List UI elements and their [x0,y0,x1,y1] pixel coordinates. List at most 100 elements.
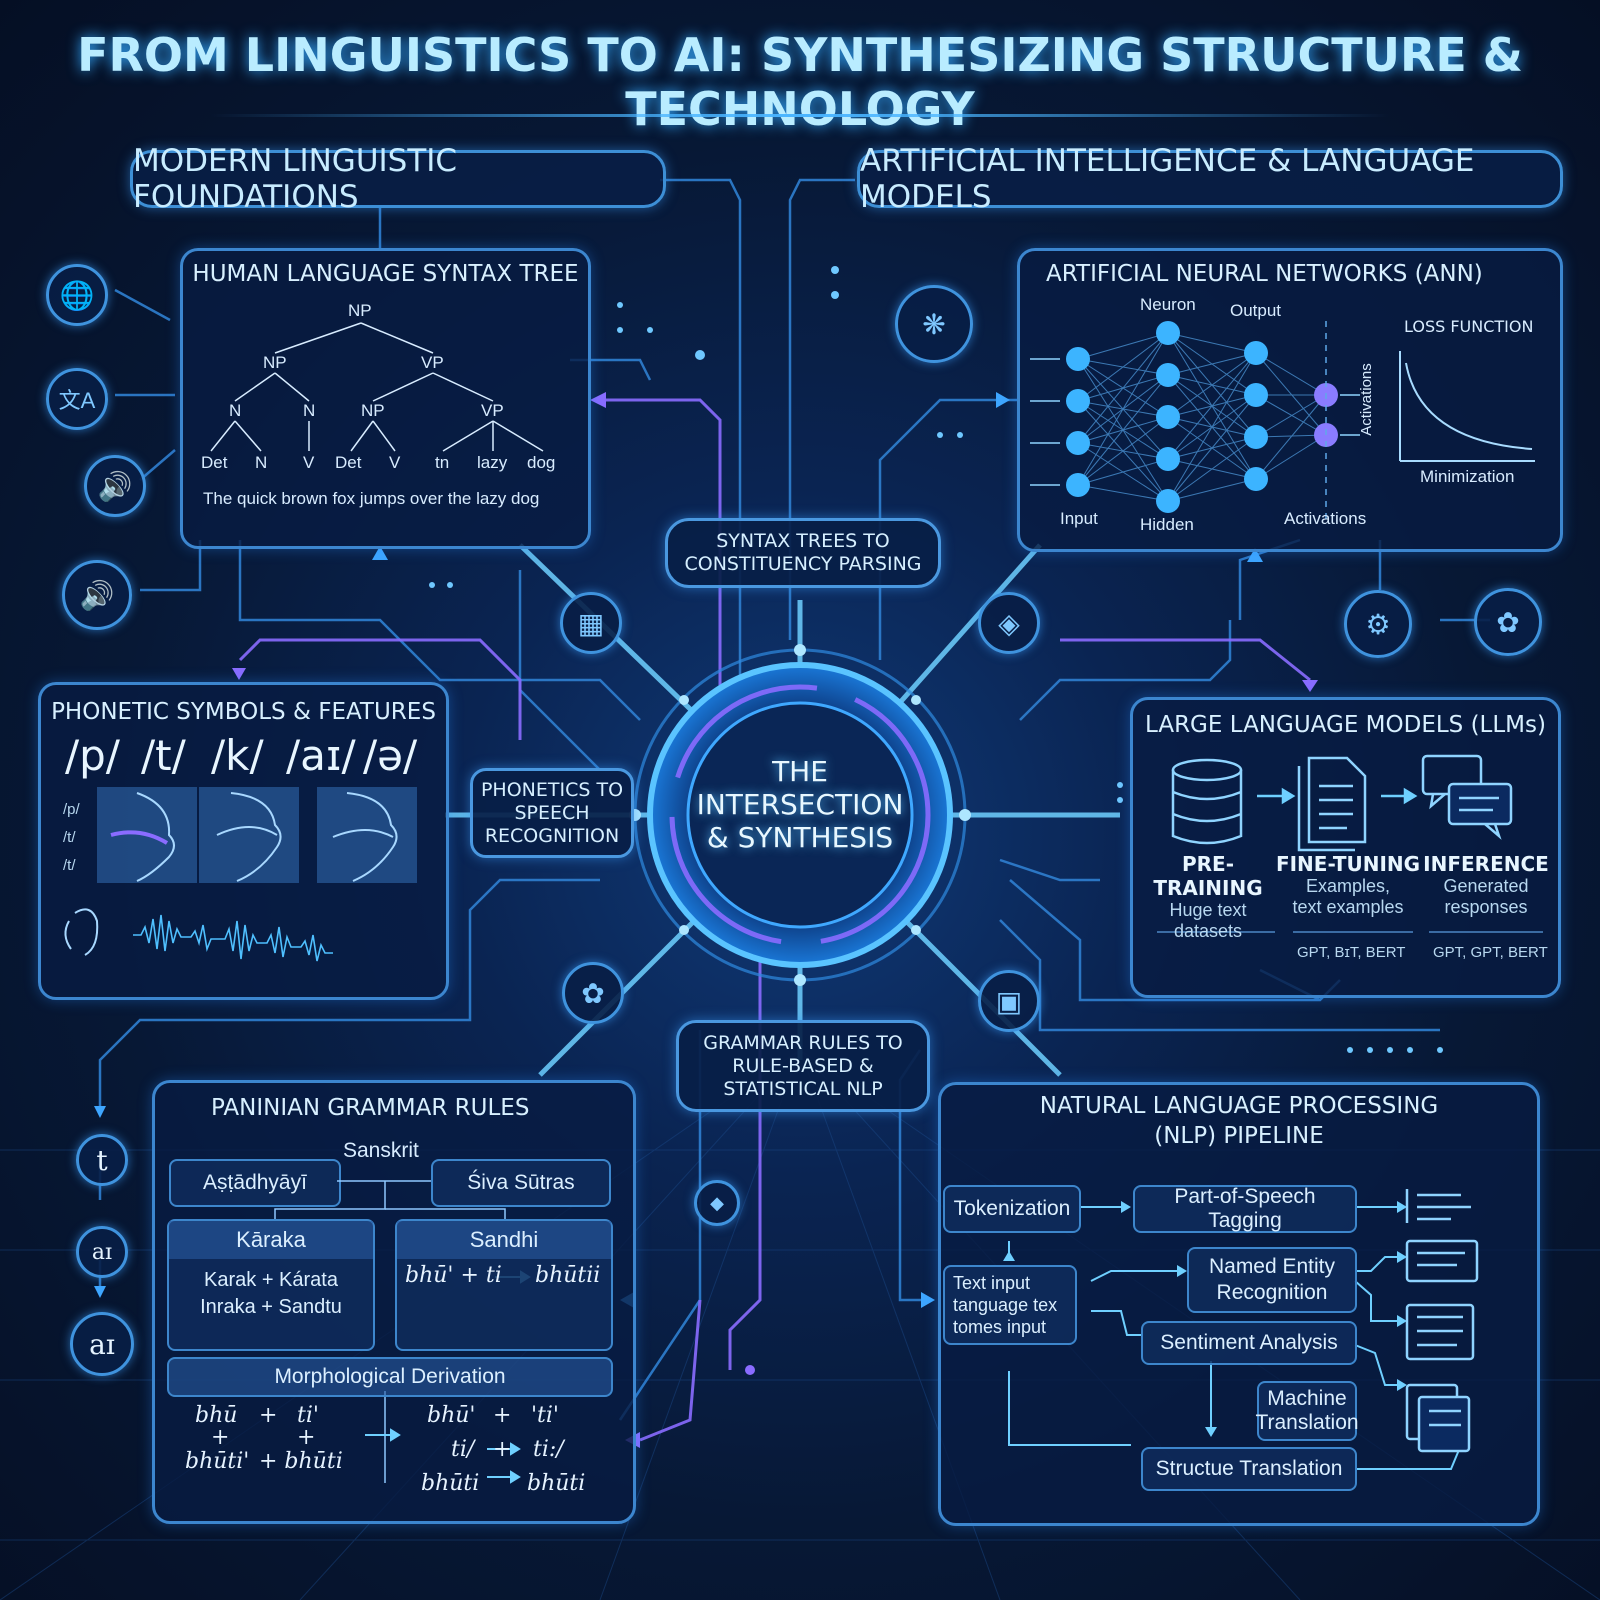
hub-center: THE INTERSECTION & SYNTHESIS [690,755,910,854]
brain-circle-icon: ✿ [1474,588,1542,656]
tree-leaf-1: N [255,453,268,472]
tree-leaf-5: tn [435,453,450,472]
llm-finetuning-models: GPT, BɪT, BERT [1297,944,1406,961]
bridge-grammar-l3: STATISTICAL NLP [723,1077,883,1100]
tokenization-box: Tokenization [943,1185,1081,1233]
morph-left-1: + [259,1403,278,1428]
tree-l2-2: NP [361,401,385,420]
chip-icon: ▣ [978,970,1040,1032]
bridge-grammar-l2: RULE-BASED & [732,1054,874,1077]
neural-network-diagram [1030,321,1535,521]
llm-stage-icons [1157,754,1543,933]
llm-stage-pretraining: PRE-TRAINING Huge text datasets [1133,852,1283,942]
translate-icon: 文A [46,368,108,430]
tree-l2-1: N [303,401,316,420]
ann-neuron-label: Neuron [1140,295,1196,314]
llm-title: LARGE LANGUAGE MODELS (LLMs) [1145,712,1546,738]
ner-l2: Recognition [1216,1281,1328,1304]
text-input-l3: tomes input [953,1317,1047,1337]
side-phoneme-p: /p/ [63,801,80,818]
phoneme-schwa: /ə/ [363,731,418,780]
phonetic-panel: PHONETIC SYMBOLS & FEATURES /p/ /t/ /k/ … [38,682,449,1000]
llm-stage-finetuning: FINE-TUNING Examples, text examples [1273,852,1423,918]
tree-leaf-6: lazy [477,453,508,472]
symbol-t-circle: t [76,1134,128,1186]
tree-leaf-3: Det [335,453,362,472]
morph-right-3: ti/ [451,1437,475,1462]
loss-function-title: LOSS FUNCTION [1404,317,1534,336]
morph-right-4: + [493,1437,512,1462]
puzzle-icon: ▦ [560,592,622,654]
side-phoneme-t2: /t/ [63,857,76,874]
llm-stage-finetuning-desc1: Examples, [1305,876,1391,896]
bridge-grammar-nlp: GRAMMAR RULES TO RULE-BASED & STATISTICA… [676,1020,930,1112]
bridge-phon-l1: PHONETICS TO [480,778,624,801]
karaka-line-1: Karak + Kárata [204,1269,338,1291]
title-underline [210,114,1390,117]
panini-title: PANINIAN GRAMMAR RULES [211,1095,530,1121]
machine-translation-box: Machine Translation [1255,1381,1359,1441]
morph-right-2: 'ti' [531,1403,559,1428]
tree-sentence: The quick brown fox jumps over the lazy … [203,489,540,508]
llm-stage-pretraining-desc2: datasets [1173,921,1243,941]
tree-leaf-2: V [303,453,315,472]
ashtadhyayi-box: Aṣṭādhyāyī [169,1159,341,1207]
tree-l2-3: VP [481,401,504,420]
symbol-ai-large: aɪ [89,1327,115,1361]
morph-right-7: bhūti [527,1471,586,1496]
nlp-title-l2: (NLP) PIPELINE [1154,1123,1324,1149]
globe-icon: 🌐 [46,264,108,326]
morph-left-5: bhūti' [185,1449,250,1474]
ann-output-label: Output [1230,301,1282,320]
bridge-syntax-l2: CONSTITUENCY PARSING [684,553,922,575]
morph-left-3: + [211,1425,230,1450]
sandhi-box: Sandhi [395,1219,613,1351]
phonetic-title: PHONETIC SYMBOLS & FEATURES [51,699,436,725]
symbol-t: t [96,1143,108,1177]
phoneme-t: /t/ [141,731,186,780]
tree-l1-1: VP [421,353,444,372]
syntax-tree-panel: HUMAN LANGUAGE SYNTAX TREE NP NP VP N N … [180,248,591,549]
morph-left-0: bhū [195,1403,238,1428]
morph-right-5: ti:/ [533,1437,564,1462]
speaker-icon-large: 🔊 [62,560,132,630]
llm-inference-models: GPT, GPT, BERT [1433,944,1548,961]
phoneme-ai: /aɪ/ [286,731,356,780]
tree-leaf-4: V [389,453,401,472]
nlp-pipeline-connectors [1003,1189,1479,1470]
ann-activations-label: Activations [1284,509,1367,528]
structure-translation-box: Structue Translation [1141,1447,1357,1491]
symbol-ai-circle: aɪ [76,1226,128,1278]
llm-stage-inference-desc1: Generated [1443,876,1529,896]
tree-leaf-7: dog [527,453,556,472]
right-section-header: ARTIFICIAL INTELLIGENCE & LANGUAGE MODEL… [857,143,1563,215]
nlp-panel: NATURAL LANGUAGE PROCESSING (NLP) PIPELI… [938,1082,1540,1526]
llm-stage-finetuning-desc2: text examples [1292,897,1404,917]
phoneme-k: /k/ [211,731,264,780]
nlp-title-l1: NATURAL LANGUAGE PROCESSING [1039,1093,1439,1119]
side-phoneme-t1: /t/ [63,829,76,846]
symbol-ai-large-circle: aɪ [70,1312,134,1376]
llm-stage-pretraining-desc1: Huge text [1169,900,1247,920]
llm-panel: LARGE LANGUAGE MODELS (LLMs) PRE-TRAIN [1130,697,1561,998]
tree-leaf-0: Det [201,453,228,472]
morph-right-0: bhū' [427,1403,476,1428]
network-node-icon: ❋ [895,285,973,363]
page-title: FROM LINGUISTICS TO AI: SYNTHESIZING STR… [77,28,1523,136]
morph-right-6: bhūti [421,1471,480,1496]
llm-stage-inference-desc2: responses [1444,897,1528,917]
tree-root: NP [348,301,372,320]
morph-left-2: ti' [297,1403,319,1428]
hierarchy-icon: ◈ [978,592,1040,654]
llm-stage-inference-name: INFERENCE [1423,852,1549,876]
bridge-phonetics-speech: PHONETICS TO SPEECH RECOGNITION [470,768,634,858]
llm-stage-inference: INFERENCE Generated responses [1411,852,1561,918]
vocal-tract-illustrations [64,787,417,962]
symbol-ai: aɪ [91,1239,113,1265]
bridge-phon-l3: RECOGNITION [484,824,620,847]
morph-left-4: + [297,1425,316,1450]
mt-l1: Machine [1267,1387,1347,1410]
hub-line-2: INTERSECTION [696,788,904,821]
speaker-icon: 🔊 [84,455,146,517]
panini-panel: PANINIAN GRAMMAR RULES Sanskrit Aṣṭādhyā… [152,1080,636,1524]
